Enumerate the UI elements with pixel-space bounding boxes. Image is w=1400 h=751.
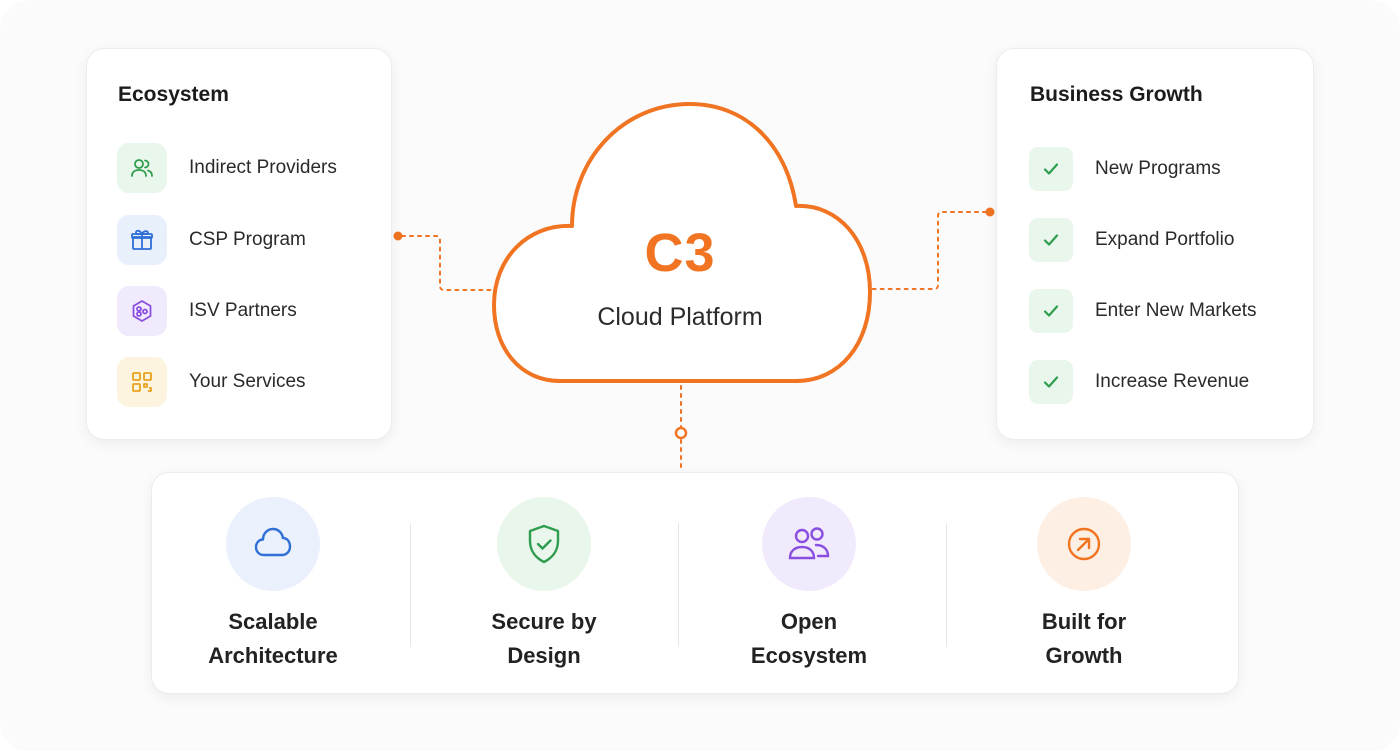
- platform-name: C3: [644, 223, 716, 283]
- ecosystem-item-csp-program[interactable]: CSP Program: [117, 214, 306, 266]
- check-icon: [1029, 289, 1073, 333]
- platform-subtitle: Cloud Platform: [597, 303, 763, 331]
- feature-label-line2: Design: [507, 643, 581, 668]
- feature-label-line1: Secure by: [491, 609, 597, 634]
- growth-item-increase-revenue: Increase Revenue: [1029, 356, 1249, 408]
- feature-built-for-growth: Built for Growth: [954, 497, 1214, 673]
- ecosystem-item-isv-partners[interactable]: ISV Partners: [117, 285, 297, 337]
- ecosystem-item-label: ISV Partners: [189, 300, 297, 321]
- ecosystem-item-label: Indirect Providers: [189, 157, 337, 178]
- check-icon: [1029, 360, 1073, 404]
- people-icon: [762, 497, 856, 591]
- check-icon: [1029, 147, 1073, 191]
- feature-divider: [678, 523, 679, 647]
- features-card: Scalable Architecture Secure by Design: [151, 472, 1239, 694]
- feature-label-line1: Built for: [1041, 609, 1127, 634]
- business-growth-card: Business Growth New Programs Expand Port…: [996, 48, 1314, 440]
- growth-item-label: New Programs: [1095, 158, 1221, 179]
- feature-label-line1: Scalable: [228, 609, 318, 634]
- gift-icon: [117, 215, 167, 265]
- arrow-up-right-icon: [1037, 497, 1131, 591]
- feature-divider: [410, 523, 411, 647]
- business-growth-title: Business Growth: [1030, 83, 1203, 106]
- growth-item-label: Enter New Markets: [1095, 300, 1257, 321]
- feature-label-line1: Open: [780, 609, 838, 634]
- ecosystem-item-your-services[interactable]: Your Services: [117, 356, 306, 408]
- ecosystem-title: Ecosystem: [118, 83, 229, 106]
- right-connector-dot: [985, 207, 995, 217]
- ecosystem-card: Ecosystem Indirect Providers: [86, 48, 392, 440]
- bottom-connector-node: [674, 426, 688, 440]
- feature-open-ecosystem: Open Ecosystem: [679, 497, 939, 673]
- feature-secure-by-design: Secure by Design: [414, 497, 674, 673]
- ecosystem-item-indirect-providers[interactable]: Indirect Providers: [117, 142, 337, 194]
- share-nodes-icon: [117, 286, 167, 336]
- growth-item-label: Increase Revenue: [1095, 371, 1250, 392]
- right-connector-line: [871, 211, 987, 290]
- ecosystem-item-label: Your Services: [189, 371, 306, 392]
- cloud-icon: [226, 497, 320, 591]
- growth-item-label: Expand Portfolio: [1095, 229, 1235, 250]
- growth-item-new-programs: New Programs: [1029, 143, 1221, 195]
- shield-check-icon: [497, 497, 591, 591]
- feature-divider: [946, 523, 947, 647]
- qr-grid-icon: [117, 357, 167, 407]
- growth-item-expand-portfolio: Expand Portfolio: [1029, 214, 1234, 266]
- feature-label-line2: Ecosystem: [750, 643, 868, 668]
- ecosystem-item-label: CSP Program: [189, 229, 306, 250]
- feature-label-line2: Growth: [1045, 643, 1123, 668]
- growth-item-enter-new-markets: Enter New Markets: [1029, 285, 1257, 337]
- left-connector-dot: [393, 231, 403, 241]
- feature-label-line2: Architecture: [208, 643, 338, 668]
- users-icon: [117, 143, 167, 193]
- check-icon: [1029, 218, 1073, 262]
- left-connector-line: [401, 235, 497, 291]
- cloud-shape: [492, 102, 872, 383]
- feature-scalable-architecture: Scalable Architecture: [143, 497, 403, 673]
